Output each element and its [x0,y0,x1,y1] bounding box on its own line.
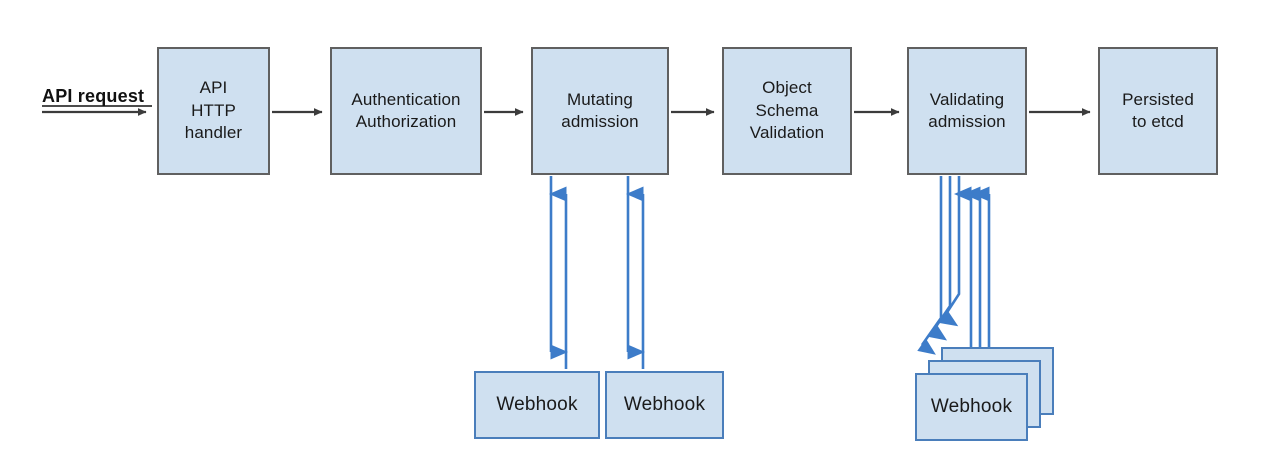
webhook-link-mutating-2 [626,176,645,369]
webhook-label: Webhook [623,394,706,415]
stage-box-object-schema-validation[interactable]: Object Schema Validation [722,47,852,175]
stage-label-line: HTTP [191,100,236,120]
api-request-label: API request [42,86,145,106]
stage-label-line: admission [928,112,1006,131]
stage-box-authn-authz[interactable]: Authentication Authorization [330,47,482,175]
webhook-link-mutating-1 [549,176,568,369]
stage-label-line: Mutating [566,89,633,109]
stage-label-line: handler [184,123,243,143]
stage-box-api-http-handler[interactable]: API HTTP handler [157,47,270,175]
webhook-link-validating-3 [939,176,961,327]
stage-label-line: Authorization [355,112,457,131]
stage-label-line: admission [561,112,639,131]
stage-label-line: Validating [929,89,1005,109]
webhook-box-mutating-2[interactable]: Webhook [605,371,724,439]
webhook-box-mutating-1[interactable]: Webhook [474,371,600,439]
webhook-label: Webhook [496,394,578,415]
stage-label-line: Persisted [1122,89,1194,109]
stage-label-line: API [199,78,228,98]
webhook-link-validating-1 [917,176,943,355]
stage-label-line: Authentication [351,89,461,109]
stage-box-persisted-to-etcd[interactable]: Persisted to etcd [1098,47,1218,175]
stage-label-line: Object [762,78,812,98]
stage-label-line: Validation [749,123,825,143]
stage-box-validating-admission[interactable]: Validating admission [907,47,1027,175]
webhook-box-validating-1[interactable]: Webhook [915,373,1028,441]
stage-box-mutating-admission[interactable]: Mutating admission [531,47,669,175]
stage-label-line: to etcd [1132,112,1184,131]
webhook-link-validating-2 [928,176,952,341]
stage-label-line: Schema [755,100,819,120]
webhook-label: Webhook [930,396,1013,417]
